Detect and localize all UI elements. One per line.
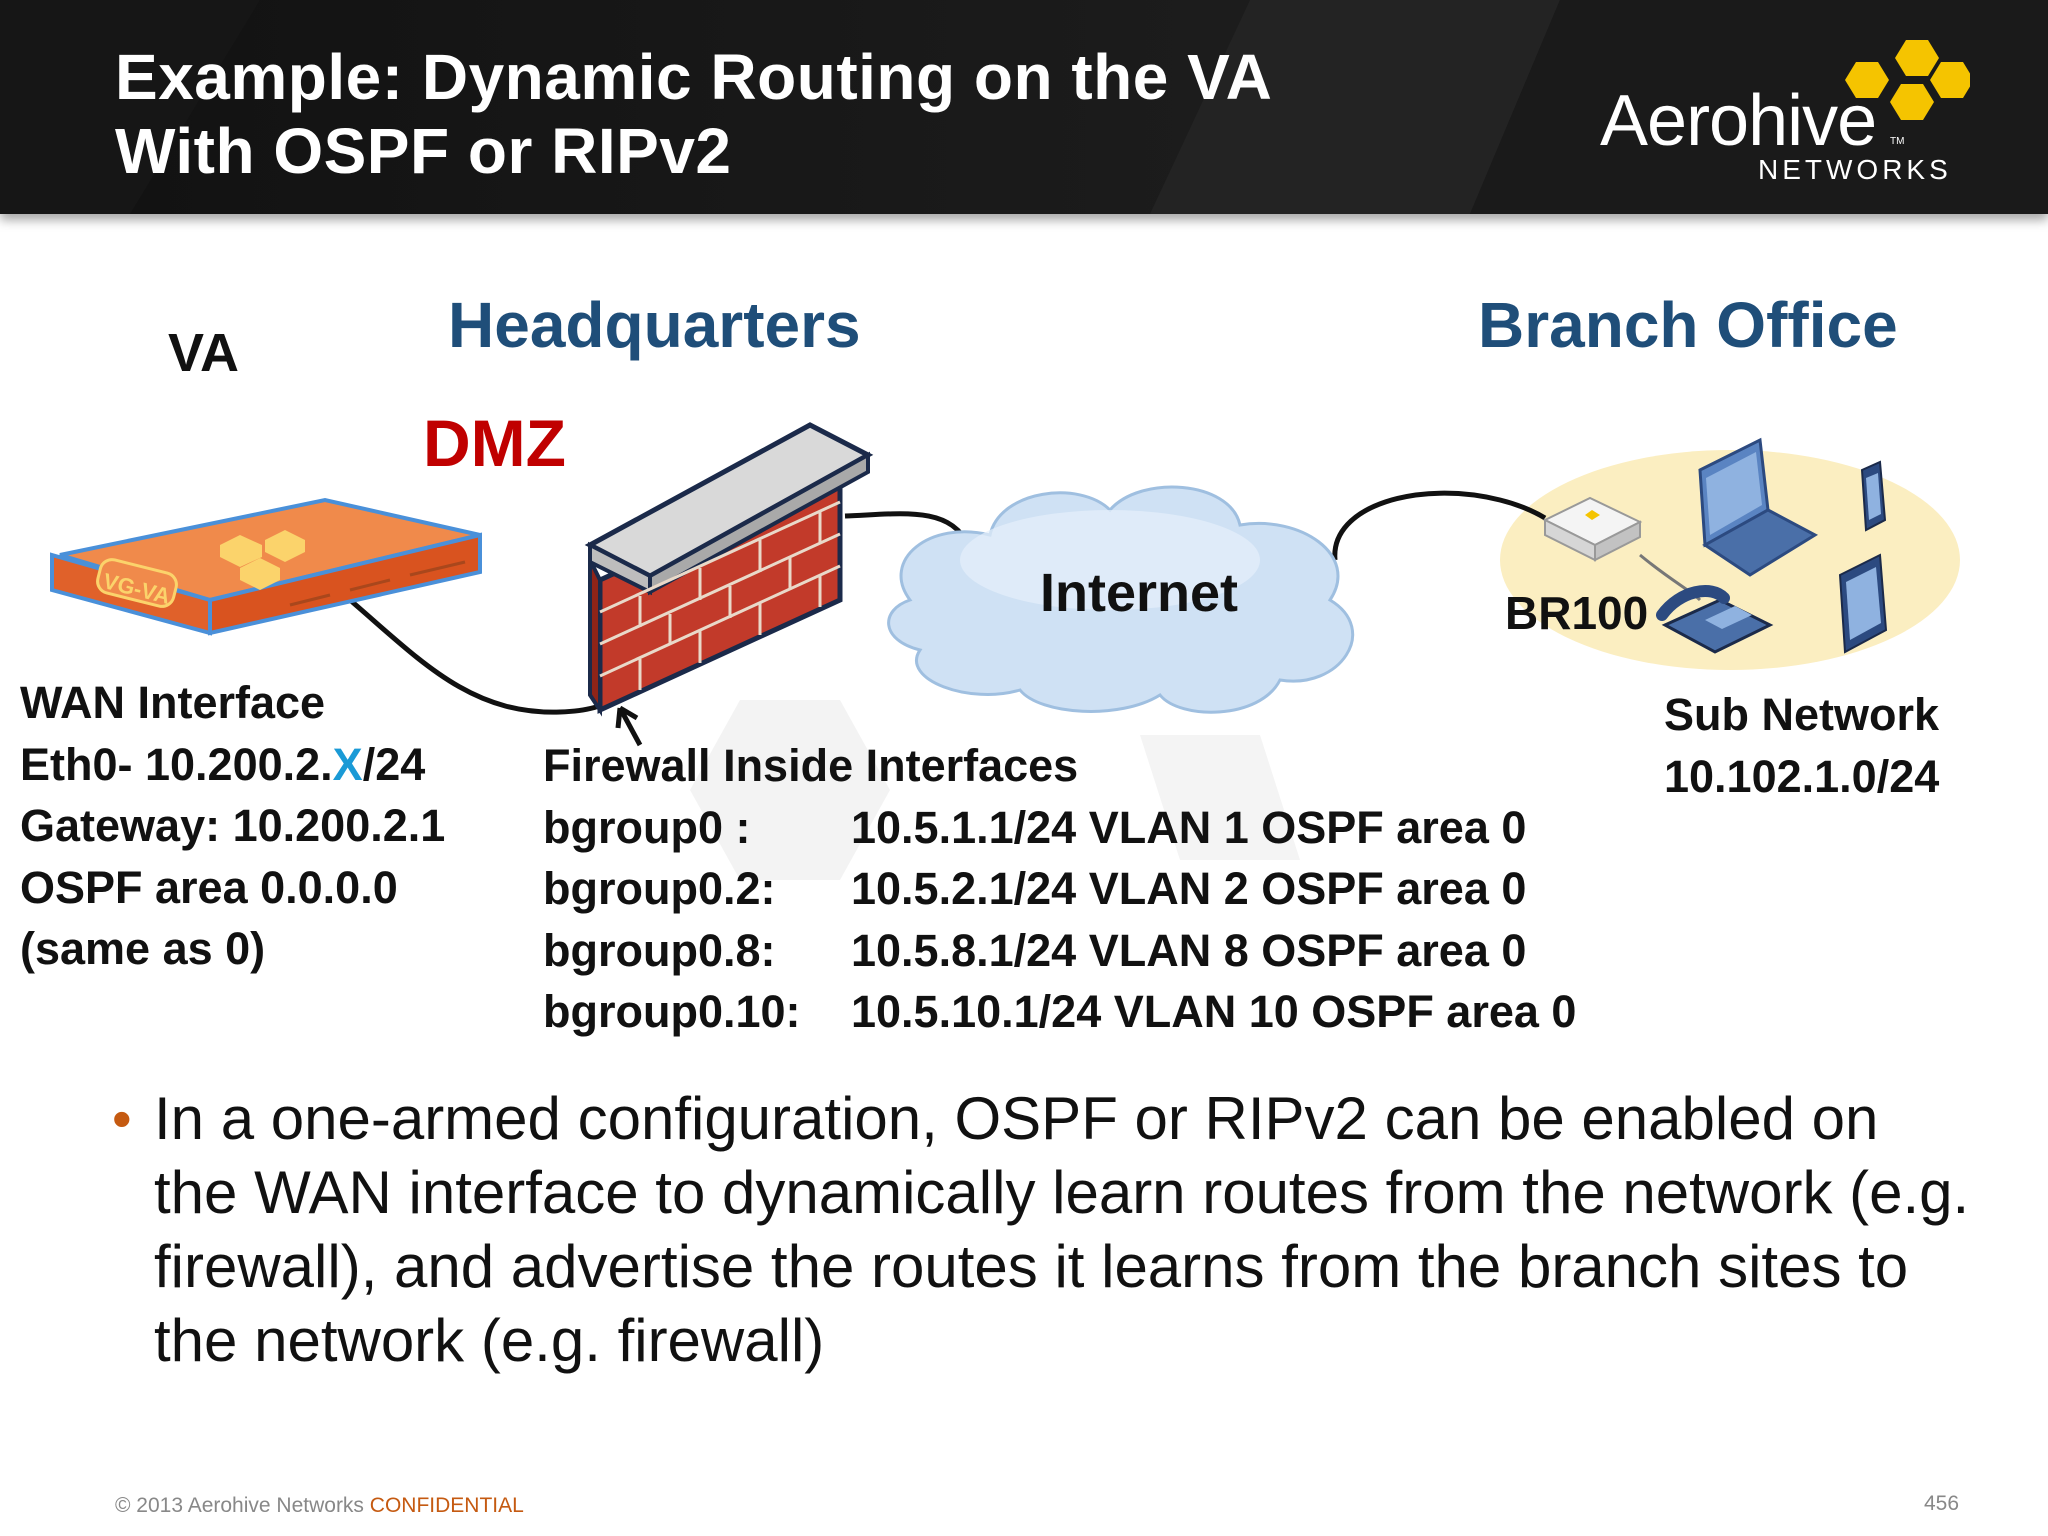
- interface-name: bgroup0 :: [543, 801, 751, 853]
- va-label: VA: [168, 323, 240, 383]
- wan-eth0: Eth0- 10.200.2.X/24: [20, 734, 445, 796]
- firewall-interface-row: bgroup0.2: 10.5.2.1/24 VLAN 2 OSPF area 0: [543, 858, 1576, 920]
- tablet-icon: [1838, 553, 1888, 654]
- interface-detail: 10.5.2.1/24 VLAN 2 OSPF area 0: [851, 863, 1527, 914]
- wan-eth0-x: X: [332, 738, 363, 790]
- branch-office-label: Branch Office: [1478, 289, 1898, 361]
- interface-name: bgroup0.2:: [543, 863, 776, 914]
- va-to-firewall-cable: [348, 598, 612, 715]
- internet-label: Internet: [1040, 563, 1239, 623]
- dmz-label: DMZ: [423, 406, 566, 480]
- firewall-icon: [584, 422, 874, 717]
- firewall-interfaces-heading: Firewall Inside Interfaces: [543, 740, 1079, 791]
- wan-heading: WAN Interface: [20, 677, 326, 728]
- page-number: 456: [1924, 1492, 1960, 1515]
- wan-eth0-suffix: /24: [362, 738, 426, 790]
- logo-trademark: TM: [1890, 136, 1905, 147]
- network-diagram: VG-VA: [50, 422, 1960, 880]
- aerohive-logo: Aerohive TM NETWORKS: [1590, 36, 1970, 196]
- va-appliance-icon: VG-VA: [50, 497, 482, 636]
- interface-detail: 10.5.1.1/24 VLAN 1 OSPF area 0: [851, 801, 1527, 853]
- wan-interface-info: WAN Interface Eth0- 10.200.2.X/24 Gatewa…: [20, 672, 445, 980]
- interface-name: bgroup0.10:: [543, 986, 801, 1037]
- sub-network-info: Sub Network 10.102.1.0/24: [1664, 684, 1939, 807]
- wan-ospf-note: (same as 0): [20, 923, 266, 974]
- headquarters-label: Headquarters: [448, 289, 861, 361]
- desk-phone-icon: [1656, 585, 1774, 654]
- internet-cloud-icon: [887, 485, 1354, 714]
- title-line-1: Example: Dynamic Routing on the VA: [115, 41, 1273, 113]
- sub-network-address: 10.102.1.0/24: [1664, 750, 1940, 802]
- interface-name: bgroup0.8:: [543, 924, 776, 976]
- wan-eth0-prefix: Eth0- 10.200.2.: [20, 738, 333, 790]
- logo-subtitle: NETWORKS: [1758, 154, 1952, 185]
- firewall-interface-row: bgroup0.8: 10.5.8.1/24 VLAN 8 OSPF area 0: [543, 920, 1576, 982]
- confidential-label: CONFIDENTIAL: [369, 1494, 524, 1517]
- wan-gateway: Gateway: 10.200.2.1: [20, 800, 446, 851]
- slide-header: Example: Dynamic Routing on the VA With …: [0, 0, 2048, 214]
- title-line-2: With OSPF or RIPv2: [115, 115, 732, 187]
- firewall-interfaces-info: Firewall Inside Interfaces bgroup0 : 10.5…: [543, 735, 1576, 1043]
- br100-router-icon: [1542, 496, 1643, 562]
- watermark-hexagon-icon: [1140, 735, 1300, 860]
- firewall-interface-row: bgroup0 : 10.5.1.1/24 VLAN 1 OSPF area 0: [543, 797, 1576, 859]
- interface-detail: 10.5.8.1/24 VLAN 8 OSPF area 0: [851, 924, 1527, 976]
- copyright-text: © 2013 Aerohive Networks: [115, 1494, 364, 1517]
- bullet-point: • In a one-armed configuration, OSPF or …: [112, 1082, 1972, 1378]
- watermark-hexagon-icon: [690, 700, 890, 880]
- sub-network-heading: Sub Network: [1664, 689, 1940, 740]
- smartphone-icon: [1860, 460, 1887, 532]
- honeycomb-logo-icon: [1845, 40, 1970, 120]
- slide-footer: © 2013 Aerohive Networks CONFIDENTIAL: [115, 1494, 524, 1518]
- logo-wordmark: Aerohive: [1600, 81, 1877, 161]
- bullet-dot-icon: •: [112, 1087, 132, 1150]
- laptop-icon: [1698, 437, 1819, 577]
- internet-to-branch-cable: [1332, 490, 1547, 561]
- slide-title: Example: Dynamic Routing on the VA With …: [115, 40, 1272, 188]
- firewall-interface-row: bgroup0.10: 10.5.10.1/24 VLAN 10 OSPF are…: [543, 981, 1576, 1043]
- br100-label: BR100: [1505, 587, 1649, 639]
- firewall-pointer-arrow-icon: [615, 705, 643, 747]
- wan-ospf-area: OSPF area 0.0.0.0: [20, 861, 398, 913]
- interface-detail: 10.5.10.1/24 VLAN 10 OSPF area 0: [851, 986, 1577, 1037]
- bullet-text: In a one-armed configuration, OSPF or RI…: [154, 1085, 1970, 1374]
